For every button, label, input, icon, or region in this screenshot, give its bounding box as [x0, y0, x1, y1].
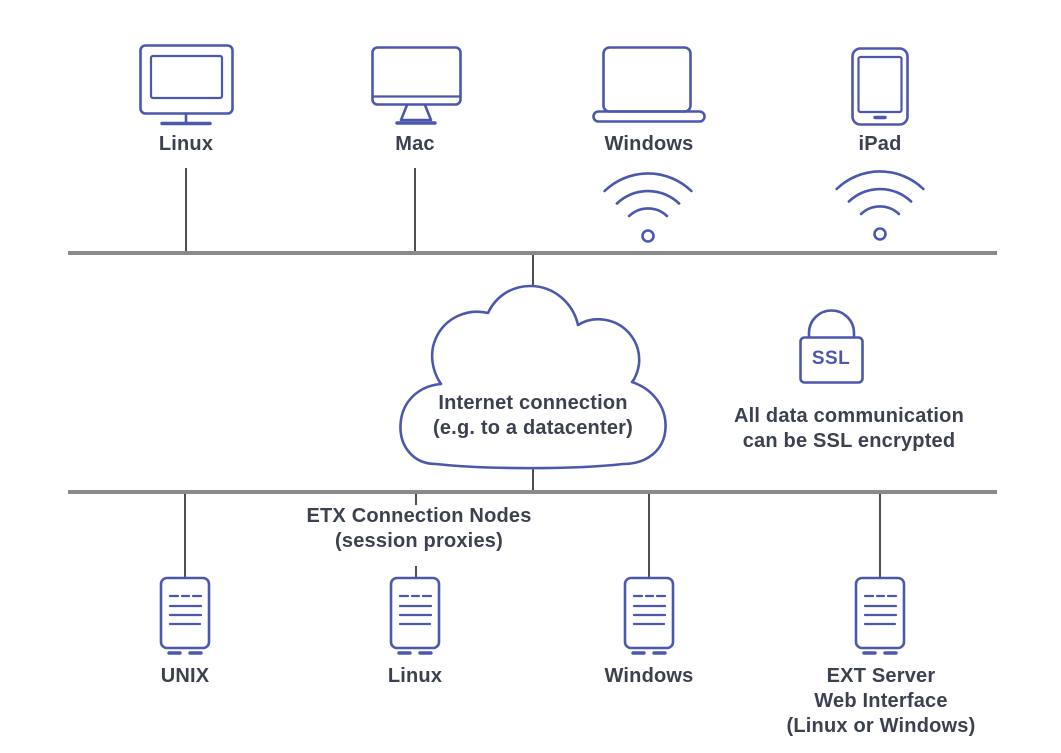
server-label-ext: EXT Server Web Interface (Linux or Windo…: [787, 664, 976, 739]
imac-icon: [371, 46, 462, 125]
device-label-windows: Windows: [604, 133, 694, 155]
server-icon-ext: [854, 576, 906, 655]
wifi-icon-windows: [603, 172, 693, 243]
server-icon-unix: [159, 576, 211, 655]
cloud-icon: [399, 284, 667, 470]
server-label-ext-line1: EXT Server: [826, 665, 936, 687]
ssl-lock-label: SSL: [811, 348, 851, 369]
tablet-icon: [851, 47, 909, 126]
server-label-ext-line3: (Linux or Windows): [786, 715, 976, 737]
server-label-ext-line2: Web Interface: [814, 690, 948, 712]
device-label-linux: Linux: [158, 133, 214, 155]
ssl-caption-line1: All data communication: [734, 405, 964, 427]
device-label-ipad: iPad: [858, 133, 902, 155]
server-icon-windows: [623, 576, 675, 655]
connection-nodes-label: ETX Connection Nodes (session proxies): [306, 504, 531, 554]
server-label-linux: Linux: [387, 665, 443, 687]
desktop-monitor-icon: [139, 44, 234, 126]
cloud-label-line2: (e.g. to a datacenter): [433, 417, 633, 439]
cloud-label: Internet connection (e.g. to a datacente…: [433, 391, 633, 441]
wifi-icon-ipad: [835, 170, 925, 241]
ssl-caption: All data communication can be SSL encryp…: [734, 404, 964, 454]
connection-nodes-line1: ETX Connection Nodes: [306, 505, 532, 527]
server-label-unix: UNIX: [160, 665, 210, 687]
ssl-lock-icon: [799, 309, 864, 384]
server-label-windows: Windows: [604, 665, 694, 687]
device-label-mac: Mac: [395, 133, 435, 155]
cloud-label-line1: Internet connection: [438, 392, 628, 414]
server-icon-linux: [389, 576, 441, 655]
laptop-icon: [592, 46, 706, 123]
ssl-caption-line2: can be SSL encrypted: [742, 430, 956, 452]
connection-nodes-line2: (session proxies): [335, 530, 503, 552]
